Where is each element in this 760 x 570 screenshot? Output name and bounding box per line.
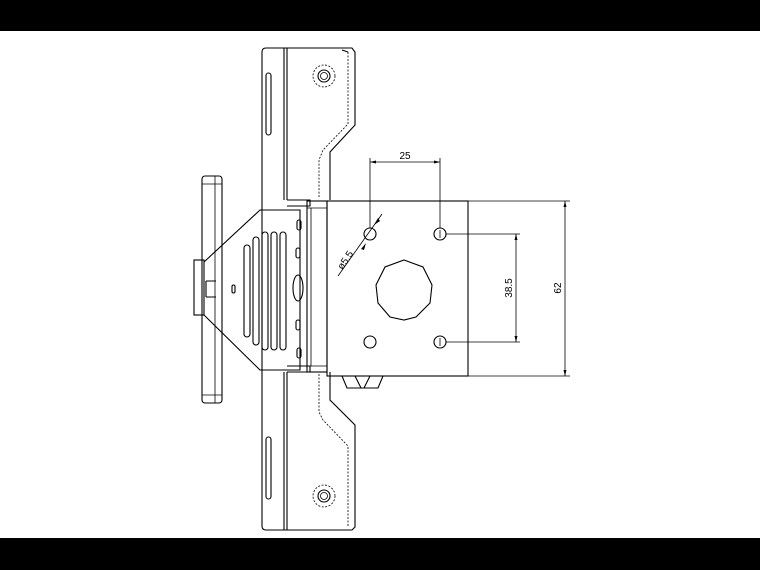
heatsink-wedge (203, 209, 304, 371)
dimension-vertical-38-5: 38.5 (446, 233, 520, 343)
dim-62-label: 62 (553, 282, 564, 294)
dimension-diameter-5-5: ø5.5 (336, 213, 383, 277)
drawing-canvas: 25 ø5.5 38.5 62 (0, 31, 760, 538)
screw-top-icon (312, 64, 336, 88)
top-letterbox-bar (0, 0, 760, 31)
left-clamp-jaw (193, 175, 223, 404)
dim-25-label: 25 (399, 151, 411, 162)
screw-bottom-icon (312, 484, 336, 508)
vertical-bracket-bar (261, 47, 356, 531)
dim-diameter-label: ø5.5 (336, 249, 357, 272)
hinge-strip (306, 200, 328, 373)
dimension-vertical-62: 62 (468, 200, 570, 377)
dim-38-5-label: 38.5 (504, 278, 515, 298)
bottom-letterbox-bar (0, 538, 760, 570)
bracket-drawing: 25 ø5.5 38.5 62 (193, 47, 570, 531)
mount-plate (326, 200, 469, 389)
dimension-horizontal-25: 25 (369, 151, 441, 228)
